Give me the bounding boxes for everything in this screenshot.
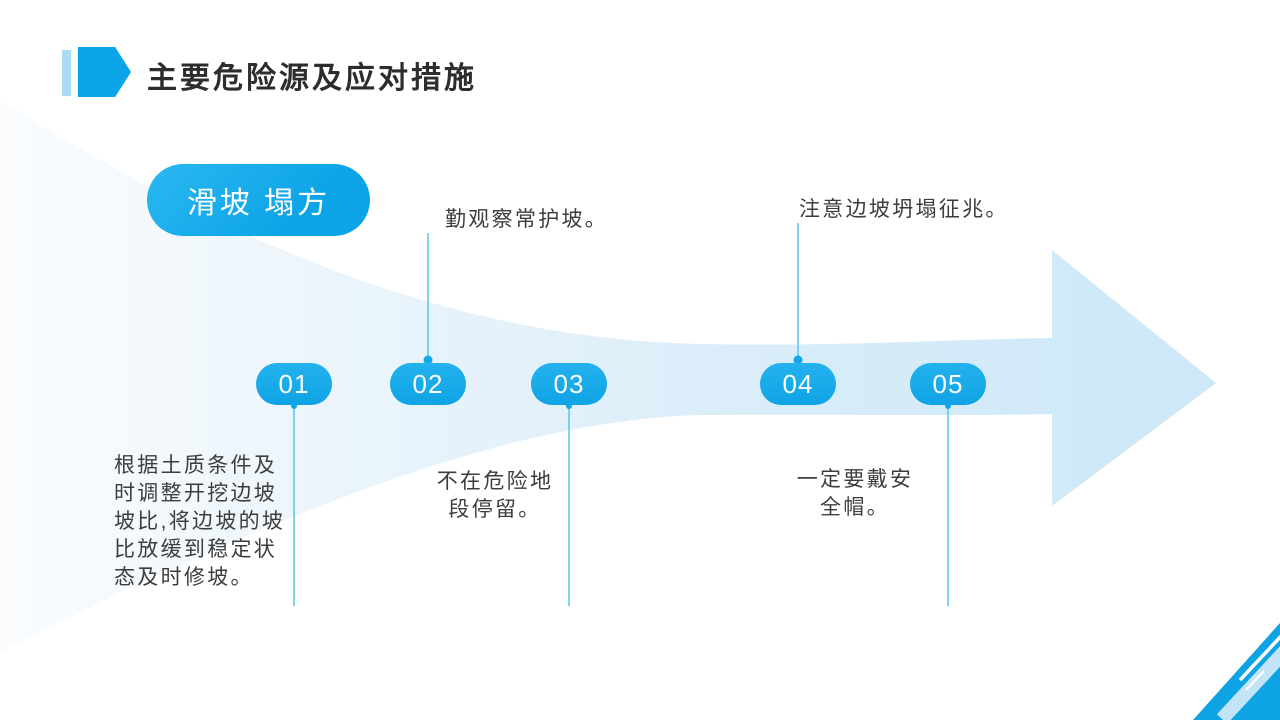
step-number: 02 (412, 368, 444, 399)
step-note-01: 根据土质条件及时调整开挖边坡坡比,将边坡的坡比放缓到稳定状态及时修坡。 (114, 454, 286, 589)
step-note-02: 勤观察常护坡。 (445, 208, 609, 231)
step-pill-02: 02 (390, 363, 466, 405)
step-note-05: 一定要戴安全帽。 (796, 468, 914, 519)
category-pill: 滑坡 塌方 (147, 164, 370, 236)
corner-decoration (1193, 623, 1280, 720)
corner-light-stripe (1216, 645, 1280, 720)
step-number: 03 (553, 368, 585, 399)
step-pill-01: 01 (256, 363, 332, 405)
category-pill-label: 滑坡 塌方 (186, 187, 331, 220)
connector-dot-step2 (423, 355, 433, 365)
title-accent-bar-icon (62, 50, 71, 96)
connector-dot-step4 (793, 355, 803, 365)
step-pill-04: 04 (760, 363, 836, 405)
corner-triangle (1193, 623, 1280, 720)
step-pill-05: 05 (910, 363, 986, 405)
step-note-04: 注意边坡坍塌征兆。 (799, 198, 1009, 221)
funnel-arrow-shape (0, 100, 1216, 652)
corner-white-stripe-small (1245, 670, 1265, 691)
step-number: 04 (782, 368, 814, 399)
step-number: 01 (278, 368, 310, 399)
step-pill-03: 03 (531, 363, 607, 405)
step-number: 05 (932, 368, 964, 399)
corner-white-stripe (1238, 631, 1280, 682)
page-title: 主要危险源及应对措施 (147, 62, 477, 95)
step-note-03: 不在危险地段停留。 (436, 470, 554, 521)
